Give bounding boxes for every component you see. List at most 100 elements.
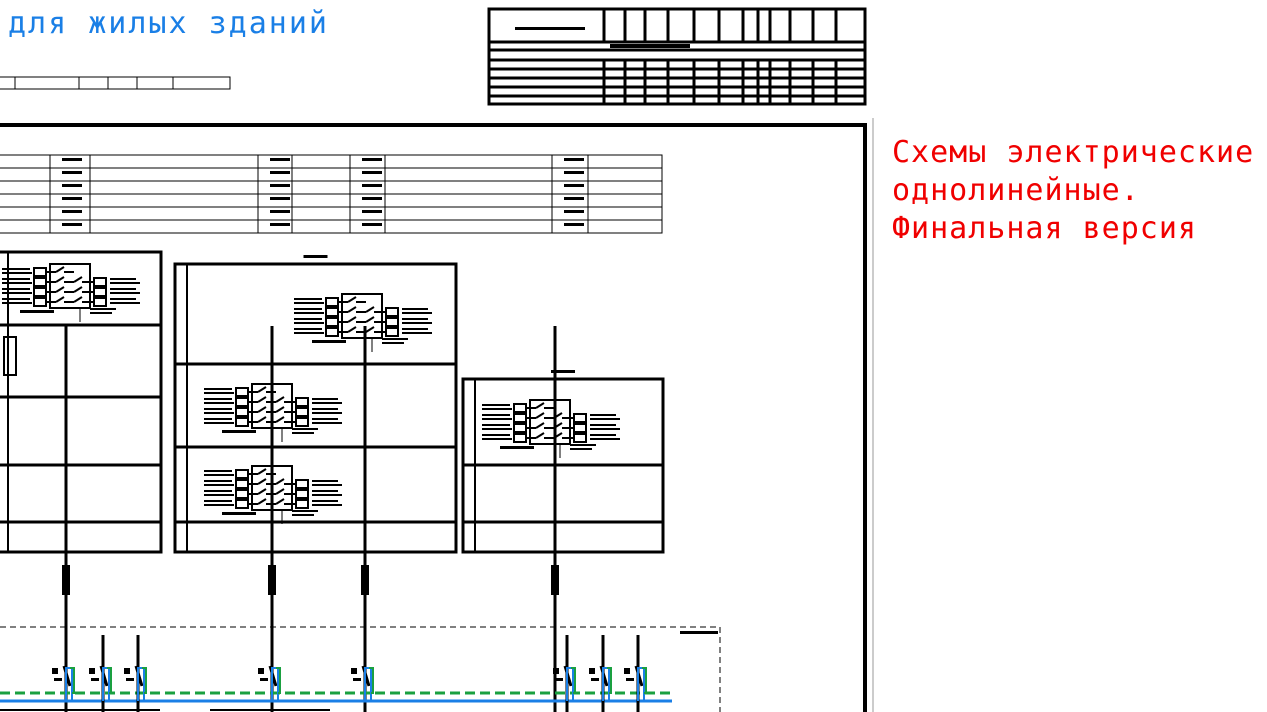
breaker-label <box>312 480 338 482</box>
breaker-label <box>402 328 428 330</box>
breaker-label <box>110 298 136 300</box>
feeder-breaker-label <box>624 668 630 674</box>
feeder-breaker-label <box>54 678 62 681</box>
breaker-symbol <box>573 433 587 443</box>
breaker-symbol <box>325 307 339 317</box>
feeder-breaker-label <box>52 668 58 674</box>
breaker-symbol <box>513 433 527 443</box>
breaker-label <box>312 490 338 492</box>
feeder-breaker-label <box>260 678 268 681</box>
section-title <box>303 255 328 258</box>
neutral-conductor <box>102 667 110 701</box>
ground-conductor <box>571 667 576 694</box>
sheet-name-line: Схемы электрические <box>892 135 1255 170</box>
breaker-label <box>110 302 140 304</box>
breaker-label <box>482 434 510 436</box>
breaker-label <box>312 504 342 506</box>
neutral-conductor <box>602 667 610 701</box>
header-cell-text <box>270 158 290 161</box>
breaker-contact <box>347 326 357 333</box>
breaker-label <box>294 302 324 304</box>
breaker-label <box>590 414 616 416</box>
switchboard-box <box>529 399 571 445</box>
breaker-symbol <box>235 469 249 479</box>
breaker-contact <box>275 416 285 423</box>
header-cell-text <box>362 223 382 226</box>
neutral-conductor <box>637 667 645 701</box>
ground-conductor <box>607 667 612 694</box>
spec-table <box>487 7 867 106</box>
header-cell-text <box>62 223 82 226</box>
feeder-breaker-label <box>126 678 134 681</box>
breaker-label <box>482 414 510 416</box>
breaker-label <box>110 292 140 294</box>
breaker-symbol <box>93 287 107 297</box>
spec-section-text <box>610 44 690 48</box>
header-cell-text <box>362 171 382 174</box>
ground-conductor <box>369 667 374 694</box>
breaker-contact <box>535 422 545 429</box>
breaker-label <box>402 332 432 334</box>
breaker-symbol <box>385 327 399 337</box>
breaker-symbol <box>573 413 587 423</box>
breaker-symbol <box>573 423 587 433</box>
header-cell-text <box>62 184 82 187</box>
header-cell-text <box>564 197 584 200</box>
breaker-label <box>482 424 510 426</box>
header-cell-text <box>362 184 382 187</box>
header-cell-text <box>564 184 584 187</box>
riser-cable-label <box>551 565 554 595</box>
breaker-symbol <box>235 387 249 397</box>
group-caption <box>570 444 596 446</box>
breaker-label <box>482 418 512 420</box>
breaker-label <box>312 422 342 424</box>
breaker-contact <box>257 488 267 495</box>
header-cell-text <box>270 210 290 213</box>
group-caption <box>382 338 408 340</box>
breaker-contact <box>73 296 83 303</box>
breaker-contact <box>257 386 267 393</box>
breaker-label <box>204 484 234 486</box>
distribution-box-label <box>680 631 718 634</box>
header-cell-text <box>270 184 290 187</box>
breaker-contact <box>535 412 545 419</box>
breaker-label <box>204 480 232 482</box>
title-strip-table <box>0 76 231 90</box>
breaker-contact <box>275 406 285 413</box>
breaker-label <box>294 308 322 310</box>
breaker-symbol <box>235 397 249 407</box>
breaker-contact <box>535 432 545 439</box>
breaker-contact <box>257 406 267 413</box>
riser-cable-label <box>268 565 271 595</box>
breaker-symbol <box>385 307 399 317</box>
group-caption <box>382 342 404 344</box>
breaker-contact <box>55 286 65 293</box>
breaker-label <box>294 322 324 324</box>
breaker-symbol <box>33 287 47 297</box>
breaker-label <box>204 392 234 394</box>
riser-cable-label <box>273 565 276 595</box>
breaker-label <box>312 484 342 486</box>
breaker-label <box>204 408 232 410</box>
spec-header-text <box>515 27 585 30</box>
breaker-symbol <box>325 327 339 337</box>
breaker-label <box>110 278 136 280</box>
header-cell-text <box>270 223 290 226</box>
feeder-breaker-label <box>91 678 99 681</box>
breaker-label <box>110 288 136 290</box>
group-caption <box>570 448 592 450</box>
ground-conductor <box>276 667 281 694</box>
riser-cable-label <box>366 565 369 595</box>
header-cell-text <box>270 171 290 174</box>
breaker-label <box>204 504 234 506</box>
breaker-contact <box>535 402 545 409</box>
breaker-symbol <box>513 413 527 423</box>
breaker-symbol <box>295 489 309 499</box>
neutral-conductor <box>271 667 279 701</box>
breaker-contact <box>365 326 375 333</box>
breaker-label <box>482 428 512 430</box>
breaker-label <box>482 408 512 410</box>
breaker-contact <box>275 396 285 403</box>
header-cell-text <box>564 210 584 213</box>
